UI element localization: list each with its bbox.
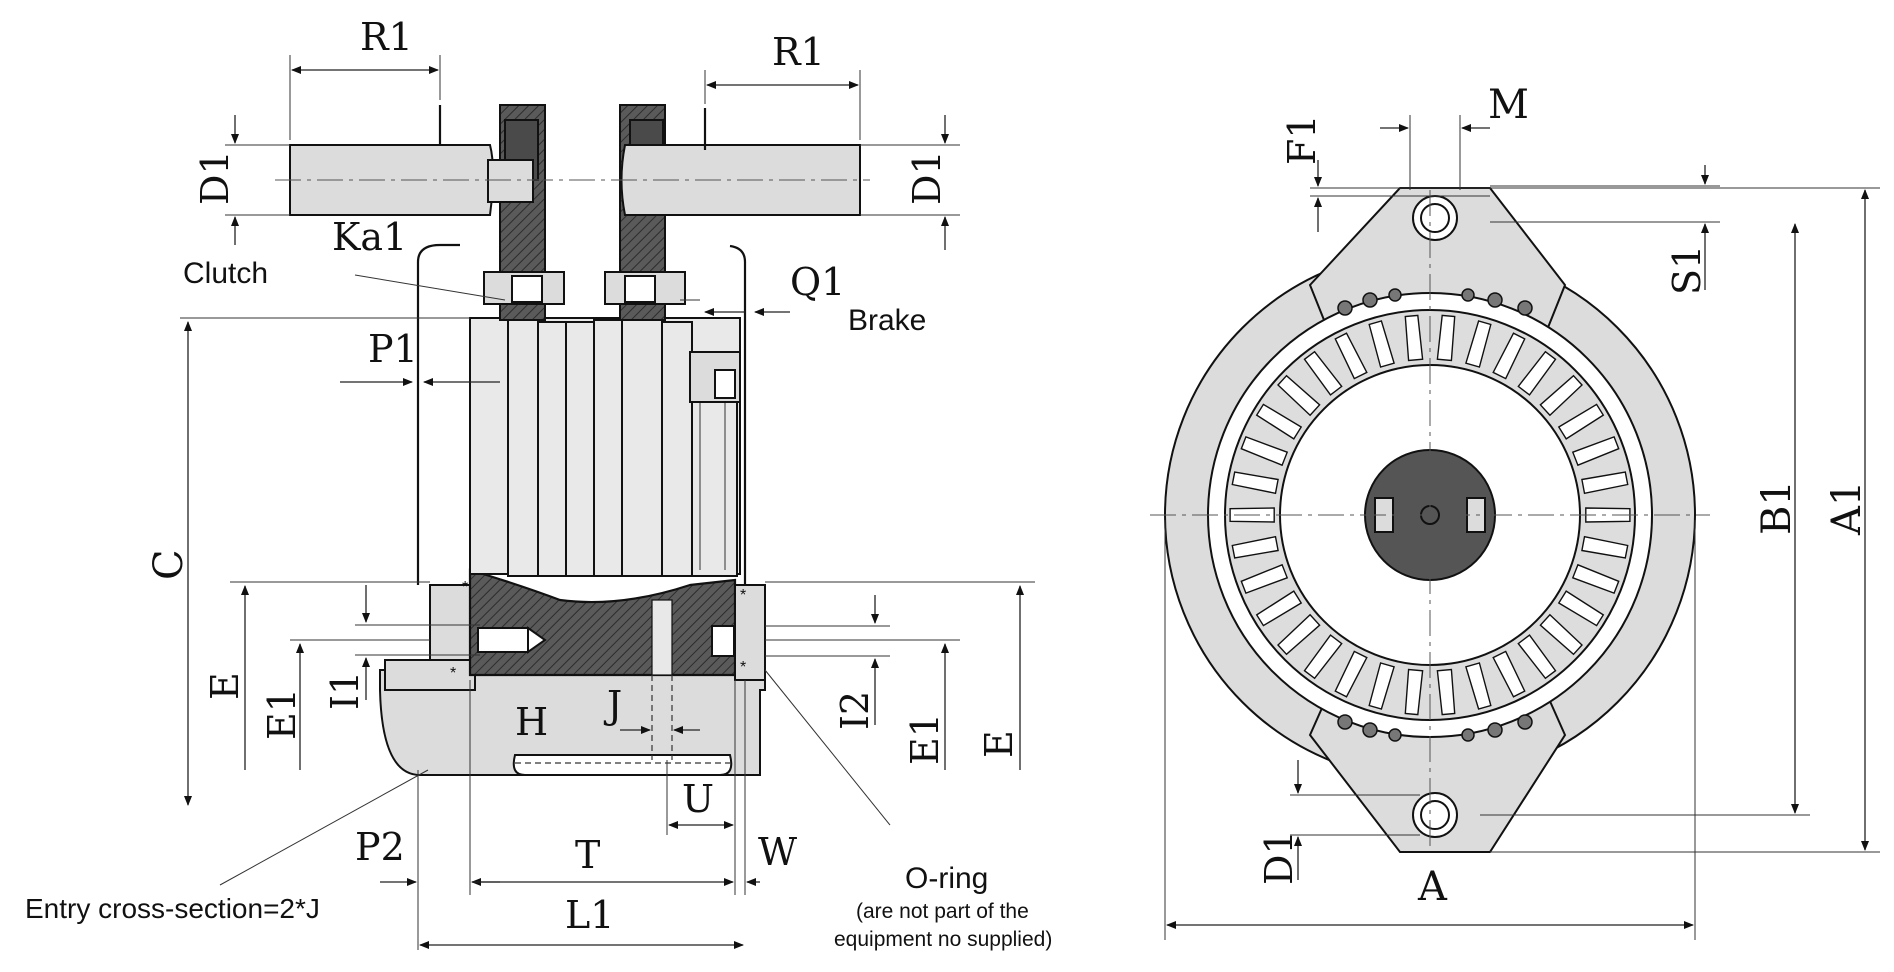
- disc-slot: [1557, 590, 1605, 627]
- svg-text:*: *: [450, 665, 456, 682]
- dim-d1-front: D1: [1257, 830, 1301, 885]
- side-dimensions: [180, 55, 1035, 950]
- svg-text:*: *: [740, 659, 746, 676]
- svg-text:*: *: [740, 587, 746, 604]
- dim-p2: P2: [355, 825, 405, 869]
- label-oring-note-1: (are not part of the: [856, 900, 1029, 923]
- dim-w: W: [758, 830, 797, 874]
- svg-text:*: *: [462, 579, 468, 596]
- dim-h: H: [515, 700, 548, 744]
- disc-slots: [1229, 314, 1631, 716]
- label-brake: Brake: [848, 304, 926, 337]
- dim-m: M: [1488, 82, 1529, 128]
- disc-slot: [1255, 590, 1303, 627]
- disc-slot: [1492, 650, 1526, 698]
- label-clutch: Clutch: [183, 257, 268, 290]
- disc-slot: [1240, 563, 1289, 594]
- top-bolt-left: [483, 104, 565, 321]
- dim-l1: L1: [565, 893, 614, 937]
- dim-ka1: Ka1: [332, 215, 407, 259]
- dim-q1: Q1: [790, 260, 845, 304]
- dim-i2: I2: [833, 691, 877, 730]
- label-oring-note-2: equipment no supplied): [834, 928, 1052, 951]
- left-screw: [477, 627, 529, 653]
- housing-outline: [416, 243, 460, 585]
- dim-u: U: [682, 777, 714, 821]
- dim-e-left: E: [203, 672, 247, 700]
- disc-slot: [1255, 403, 1303, 440]
- disc-slot: [1231, 535, 1279, 559]
- disc-slot: [1368, 662, 1395, 710]
- disc-slot: [1517, 350, 1557, 396]
- dim-r1-left: R1: [360, 15, 413, 59]
- front-view: M F1 S1 B1 A1 D1 A: [1150, 82, 1880, 940]
- disc-slot: [1277, 613, 1321, 656]
- side-section-view: * * * *: [25, 15, 1052, 951]
- dim-b1: B1: [1754, 480, 1800, 535]
- disc-slot: [1231, 471, 1279, 495]
- disc-slot: [1334, 650, 1368, 698]
- disc-slot: [1465, 662, 1492, 710]
- disc-slot: [1404, 668, 1424, 716]
- disc-slot: [1517, 634, 1557, 680]
- disc-slot: [1571, 436, 1620, 467]
- disc-slot: [1277, 374, 1321, 417]
- disc-slot: [1581, 471, 1629, 495]
- disc-slot: [1581, 535, 1629, 559]
- central-channel: [651, 599, 673, 676]
- dim-e1-left: E1: [260, 688, 304, 740]
- left-step: [384, 659, 476, 691]
- disc-slot: [1334, 332, 1368, 380]
- disc-slot: [1539, 613, 1583, 656]
- disc-slot: [1465, 320, 1492, 368]
- dim-r1-right: R1: [772, 30, 825, 74]
- dim-j: J: [603, 683, 622, 727]
- hub-section: [468, 568, 737, 677]
- right-collar: [734, 584, 766, 681]
- disc-slot: [1240, 436, 1289, 467]
- dim-f1: F1: [1280, 114, 1324, 165]
- dim-p1: P1: [368, 327, 418, 371]
- label-entry-cross-section: Entry cross-section=2*J: [25, 893, 320, 924]
- right-screw: [711, 625, 735, 657]
- dim-e-right: E: [977, 730, 1021, 758]
- keyway-slot: [512, 754, 733, 776]
- dim-a: A: [1417, 864, 1448, 910]
- dim-d1-right: D1: [905, 150, 949, 205]
- disc-slot: [1571, 563, 1620, 594]
- dim-d1-left: D1: [193, 150, 237, 205]
- dim-a1: A1: [1824, 481, 1870, 536]
- disc-slot: [1436, 314, 1456, 362]
- disc-slot: [1436, 668, 1456, 716]
- label-oring: O-ring: [905, 862, 988, 895]
- dim-i1: I1: [323, 671, 367, 710]
- front-dimensions: [1164, 115, 1880, 940]
- shaft-base: [379, 669, 766, 776]
- disc-slot: [1303, 350, 1343, 396]
- dim-c: C: [146, 549, 192, 580]
- disc-slot: [1585, 507, 1631, 523]
- disc-slot: [1492, 332, 1526, 380]
- disc-slot: [1404, 314, 1424, 362]
- dim-t: T: [575, 833, 600, 877]
- disc-slot: [1557, 403, 1605, 440]
- disc-slot: [1368, 320, 1395, 368]
- disc-slot: [1303, 634, 1343, 680]
- dim-s1: S1: [1665, 245, 1709, 295]
- lug-screws: [1337, 288, 1533, 742]
- disc-slot: [1539, 374, 1583, 417]
- dim-e1-right: E1: [903, 713, 947, 765]
